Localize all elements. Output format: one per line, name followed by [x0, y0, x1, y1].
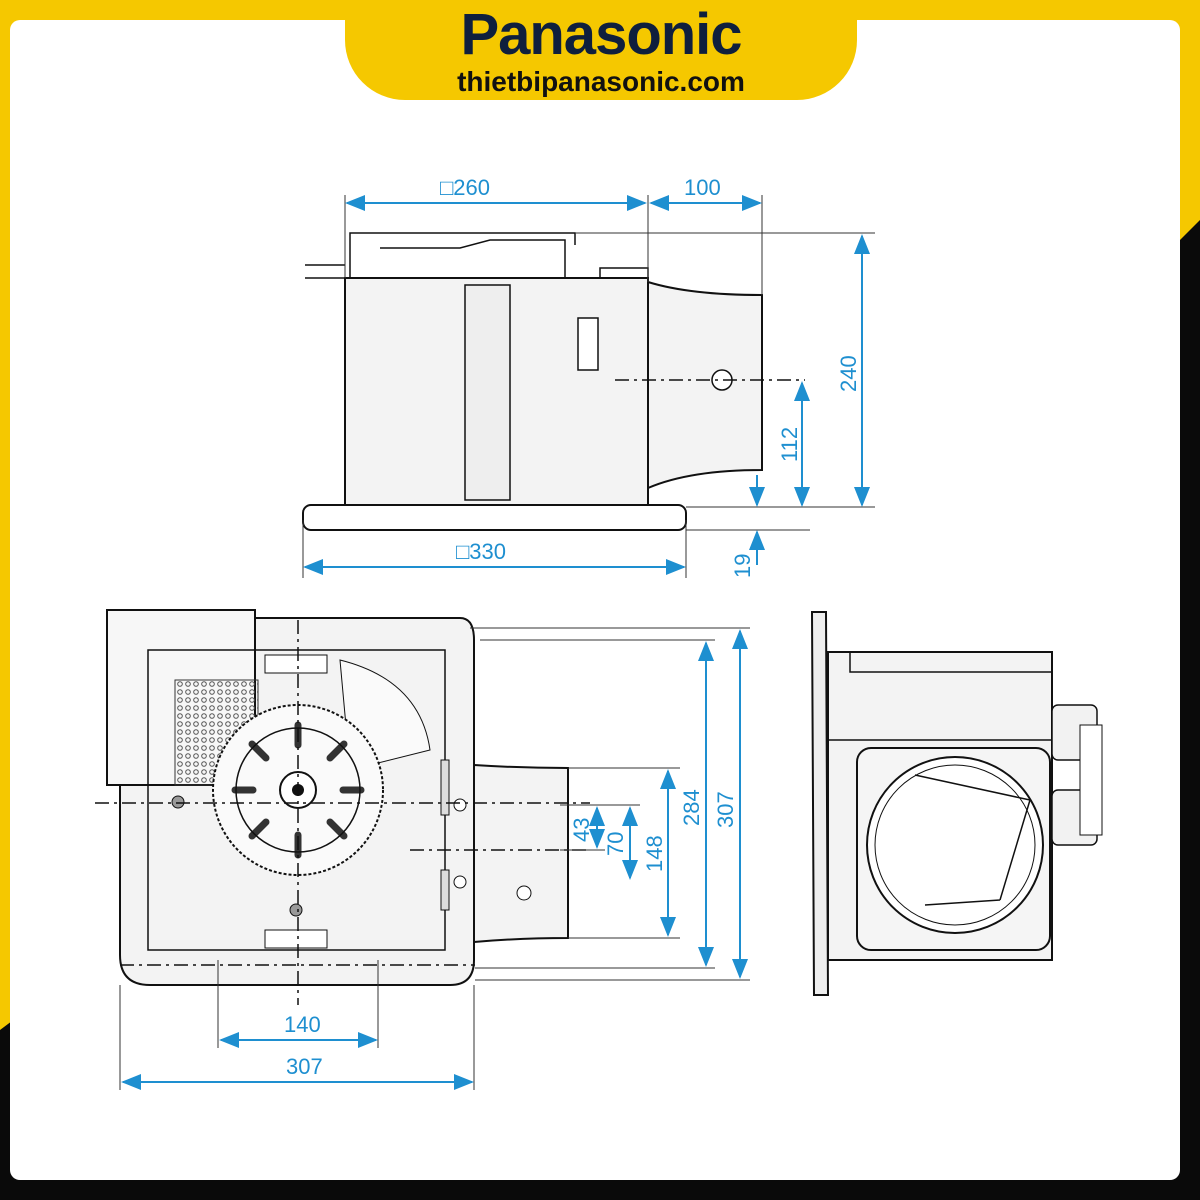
side-view [810, 611, 1103, 996]
dim-height-total: 240 [836, 355, 861, 392]
dim-duct-center-height: 112 [777, 427, 802, 462]
brand-logo: Panasonic [460, 2, 742, 67]
dim-duct-offset: 43 [569, 818, 594, 842]
website-link[interactable]: thietbipanasonic.com [457, 66, 745, 97]
dim-duct-span: 70 [603, 832, 628, 856]
dim-panel-thickness: 19 [730, 554, 755, 578]
dim-bottom-width: 307 [286, 1054, 323, 1079]
header-banner: Panasonic thietbipanasonic.com [345, 0, 857, 100]
bottom-view: 140 307 43 70 148 284 307 [95, 609, 750, 1090]
dim-width-top: □260 [440, 175, 490, 200]
dim-duct-length: 100 [684, 175, 721, 200]
dim-panel-width: □330 [456, 539, 506, 564]
dim-depth: 307 [713, 791, 738, 828]
dim-mount-spacing: 140 [284, 1012, 321, 1037]
dim-inner-depth: 284 [679, 789, 704, 826]
drawing-panel [10, 20, 1180, 1180]
front-view: □260 100 □330 240 112 19 [302, 175, 875, 578]
dim-duct-height: 148 [642, 835, 667, 872]
